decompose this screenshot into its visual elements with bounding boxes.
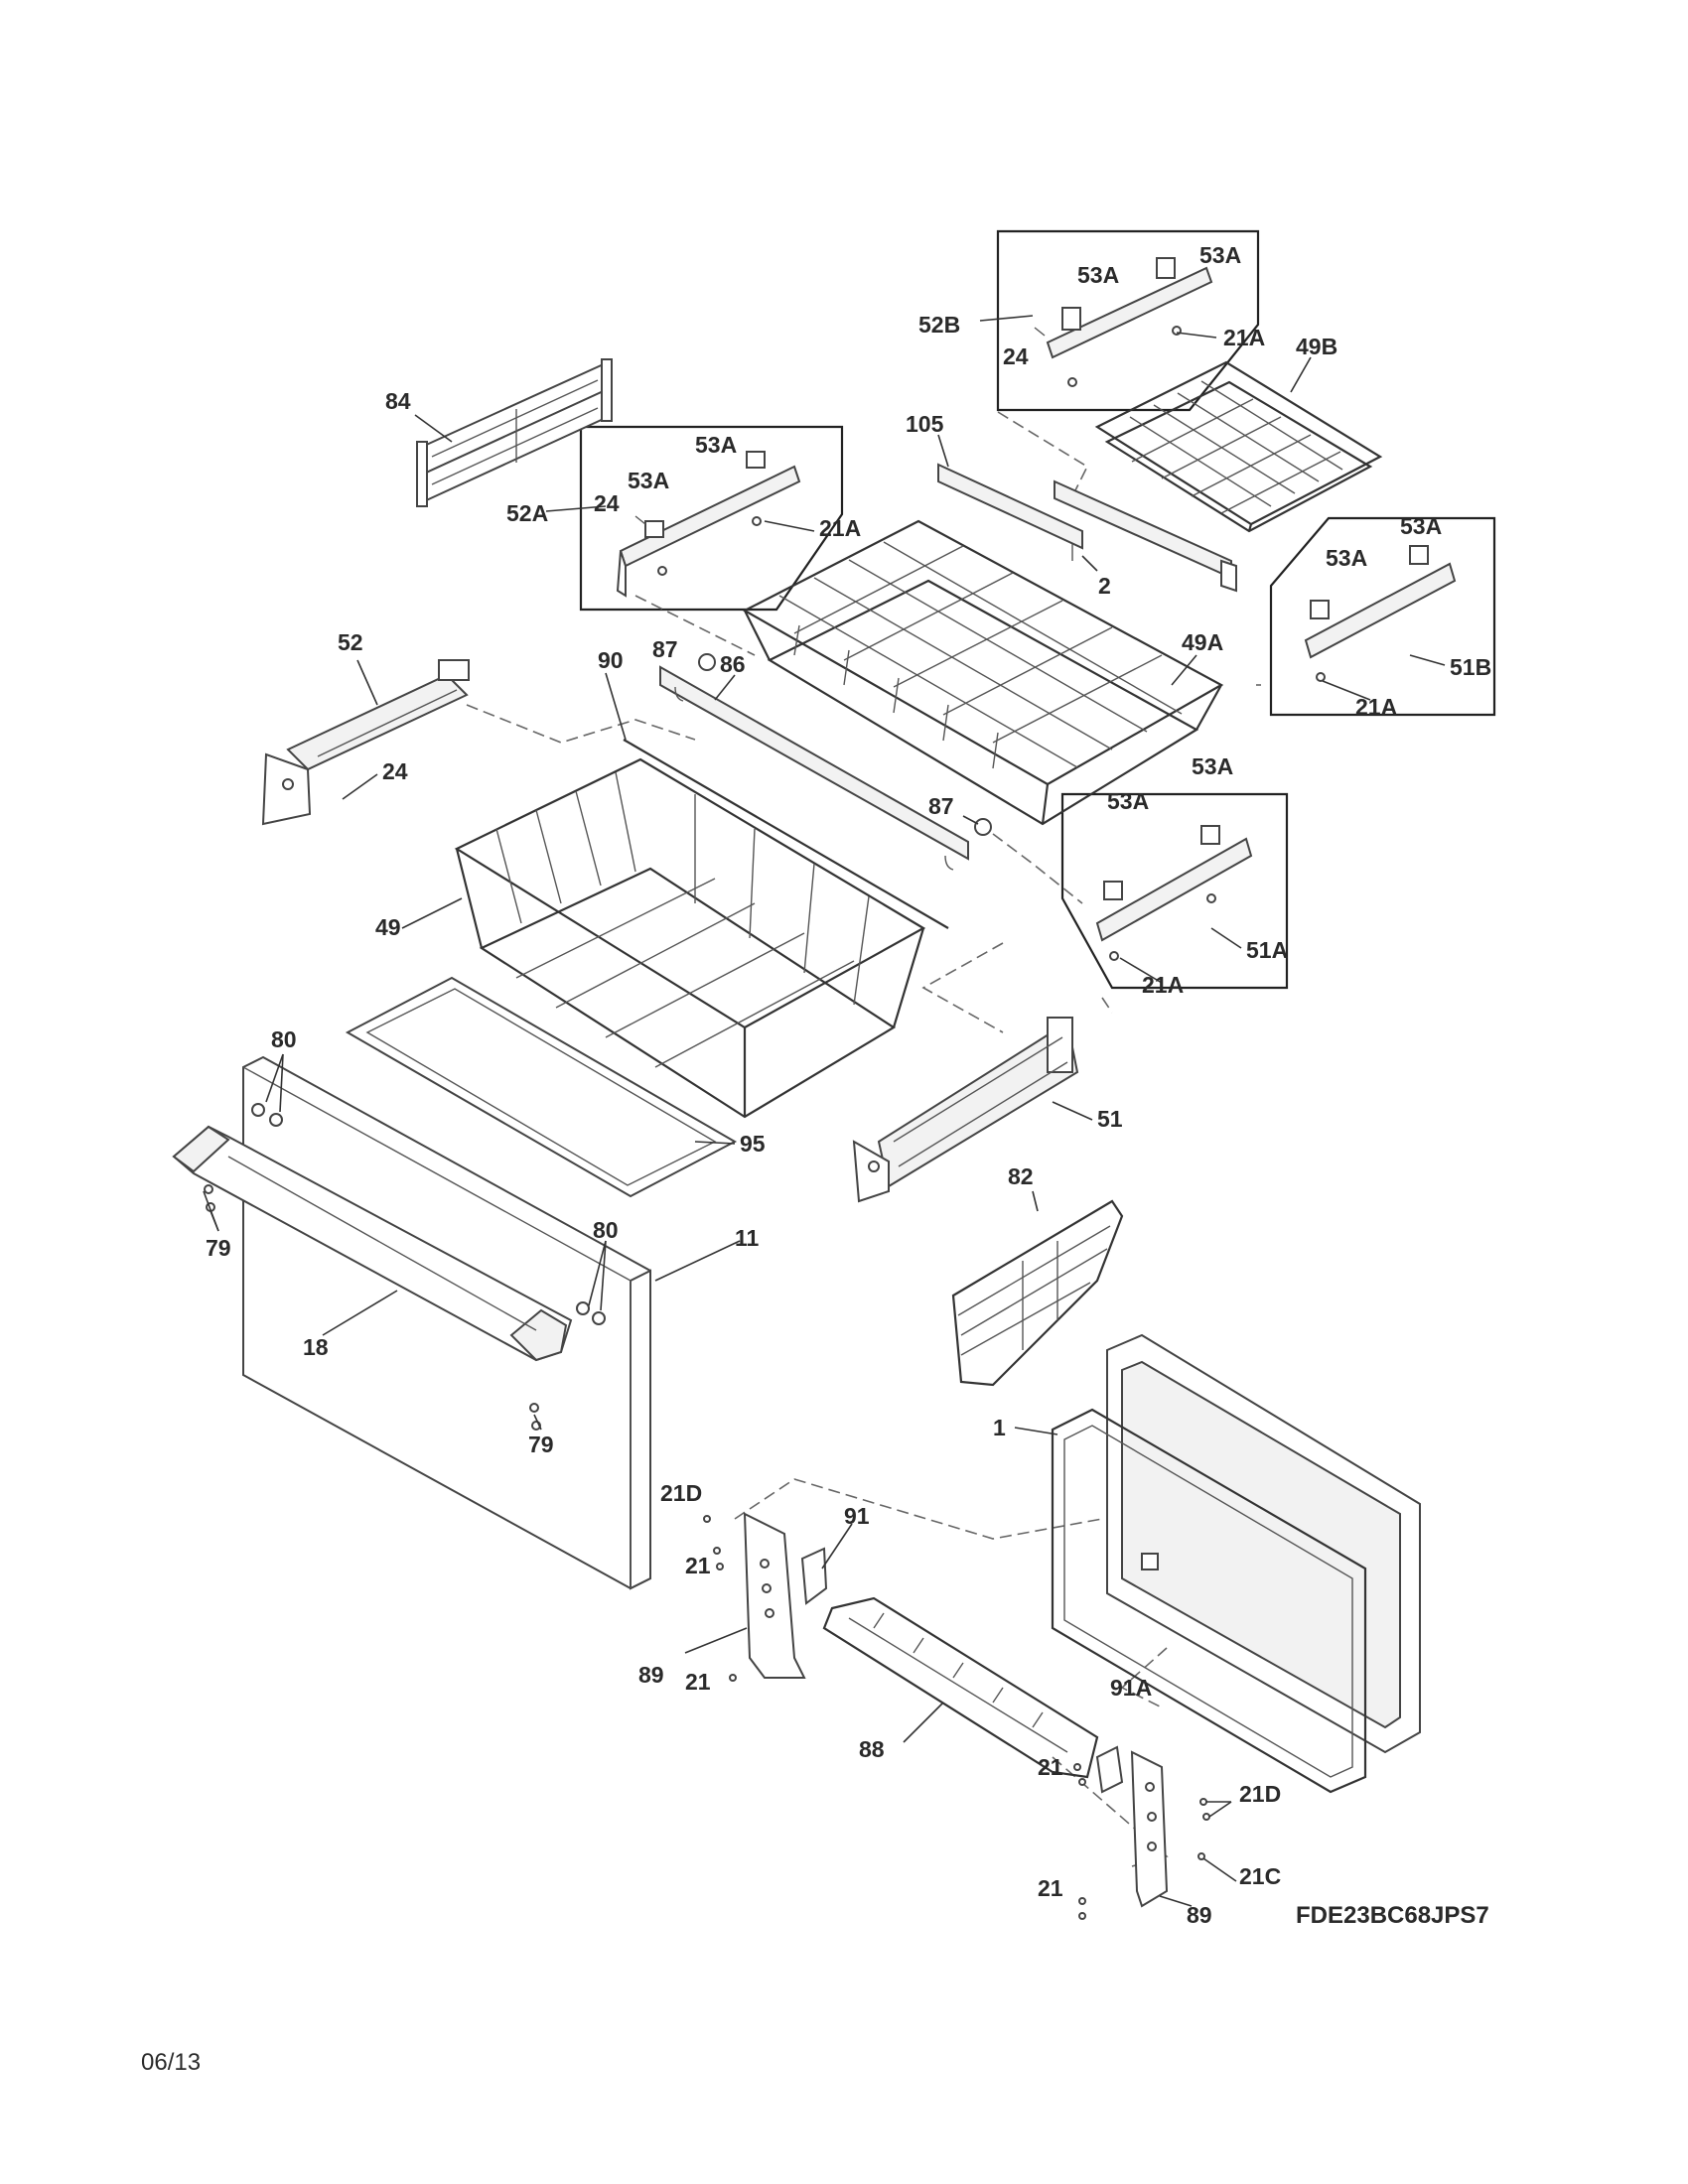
callout-53a: 53A bbox=[695, 432, 737, 458]
assembly-lines bbox=[466, 411, 1261, 1867]
callout-18: 18 bbox=[303, 1334, 329, 1360]
basket-49 bbox=[454, 757, 926, 1119]
bracket-91a bbox=[1095, 1745, 1124, 1794]
callout-51b: 51B bbox=[1450, 654, 1491, 680]
callout-21a: 21A bbox=[1355, 694, 1397, 720]
callout-21a: 21A bbox=[1142, 972, 1184, 998]
rail-105 bbox=[937, 463, 1083, 561]
model-number: FDE23BC68JPS7 bbox=[1296, 1902, 1489, 1929]
date-code: 06/13 bbox=[141, 2049, 201, 2076]
callout-80: 80 bbox=[593, 1217, 619, 1243]
callout-87: 87 bbox=[652, 636, 678, 662]
callout-53a: 53A bbox=[628, 468, 669, 493]
callout-21d: 21D bbox=[660, 1480, 702, 1506]
kit-box-51b bbox=[1269, 516, 1496, 717]
callout-90: 90 bbox=[598, 647, 624, 673]
divider-82 bbox=[951, 1199, 1124, 1387]
rail-2 bbox=[1054, 479, 1237, 593]
callout-21a: 21A bbox=[1223, 325, 1265, 350]
callout-79: 79 bbox=[206, 1235, 231, 1261]
inner-door-panel bbox=[1106, 1333, 1421, 1754]
leader-lines bbox=[203, 315, 1446, 1907]
bracket-89-left bbox=[743, 1512, 806, 1679]
callout-53a: 53A bbox=[1192, 753, 1233, 779]
callout-21c: 21C bbox=[1239, 1863, 1281, 1889]
callout-53a: 53A bbox=[1199, 242, 1241, 268]
callout-53a: 53A bbox=[1326, 545, 1367, 571]
callout-51a: 51A bbox=[1246, 937, 1288, 963]
callout-79: 79 bbox=[528, 1432, 554, 1457]
basket-49b bbox=[1094, 360, 1383, 533]
callout-88: 88 bbox=[859, 1736, 885, 1762]
slide-rail-52b bbox=[1034, 257, 1213, 387]
callout-2: 2 bbox=[1098, 573, 1111, 599]
bracket-89-right bbox=[1130, 1750, 1169, 1908]
callout-21a: 21A bbox=[819, 515, 861, 541]
callout-labels: 84 52A 53A 53A 24 21A 105 52B 53A 53A 24… bbox=[206, 242, 1491, 1928]
slide-rail-51b bbox=[1304, 545, 1457, 682]
callout-89: 89 bbox=[638, 1662, 664, 1688]
kit-box-51a bbox=[1060, 792, 1289, 990]
tray-95 bbox=[345, 976, 738, 1198]
handle-18 bbox=[172, 1125, 573, 1362]
callout-24: 24 bbox=[594, 490, 620, 516]
slide-rail-51a bbox=[1095, 825, 1253, 961]
callout-53a: 53A bbox=[1077, 262, 1119, 288]
tray-95-inner bbox=[365, 988, 717, 1186]
callout-105: 105 bbox=[906, 411, 944, 437]
callout-21: 21 bbox=[685, 1669, 711, 1695]
slide-51 bbox=[852, 1017, 1079, 1203]
callout-21: 21 bbox=[1038, 1754, 1063, 1780]
callout-21: 21 bbox=[685, 1553, 711, 1578]
slide-rail-52a bbox=[616, 451, 801, 598]
rod-90 bbox=[623, 739, 949, 929]
callout-1: 1 bbox=[993, 1415, 1006, 1440]
callout-53a: 53A bbox=[1107, 788, 1149, 814]
callout-24: 24 bbox=[382, 758, 408, 784]
callout-49b: 49B bbox=[1296, 334, 1337, 359]
callout-80: 80 bbox=[271, 1026, 297, 1052]
bracket-91 bbox=[800, 1547, 828, 1605]
callout-91a: 91A bbox=[1110, 1675, 1152, 1701]
gasket-1 bbox=[1051, 1408, 1367, 1794]
vent-grille-84 bbox=[416, 358, 613, 507]
bar-86 bbox=[659, 653, 992, 871]
callout-89: 89 bbox=[1187, 1902, 1212, 1928]
callout-52b: 52B bbox=[918, 312, 960, 338]
callout-49a: 49A bbox=[1182, 629, 1223, 655]
callout-87: 87 bbox=[928, 793, 954, 819]
callout-51: 51 bbox=[1097, 1106, 1123, 1132]
callout-84: 84 bbox=[385, 388, 411, 414]
door-front-11 bbox=[242, 1055, 651, 1590]
callout-53a: 53A bbox=[1400, 513, 1442, 539]
callout-52a: 52A bbox=[506, 500, 548, 526]
callout-91: 91 bbox=[844, 1503, 870, 1529]
wire-rail-88 bbox=[822, 1596, 1099, 1779]
callout-24: 24 bbox=[1003, 343, 1029, 369]
callout-49: 49 bbox=[375, 914, 401, 940]
callout-95: 95 bbox=[740, 1131, 766, 1157]
callout-82: 82 bbox=[1008, 1163, 1034, 1189]
screws bbox=[703, 1515, 1210, 1920]
callout-21d: 21D bbox=[1239, 1781, 1281, 1807]
callout-21: 21 bbox=[1038, 1875, 1063, 1901]
callout-52: 52 bbox=[338, 629, 363, 655]
kit-box-52a bbox=[579, 425, 844, 612]
kit-box-52b bbox=[996, 229, 1260, 412]
basket-49a bbox=[742, 519, 1224, 826]
callout-11: 11 bbox=[735, 1225, 760, 1251]
slide-52 bbox=[261, 659, 470, 826]
callout-86: 86 bbox=[720, 651, 746, 677]
